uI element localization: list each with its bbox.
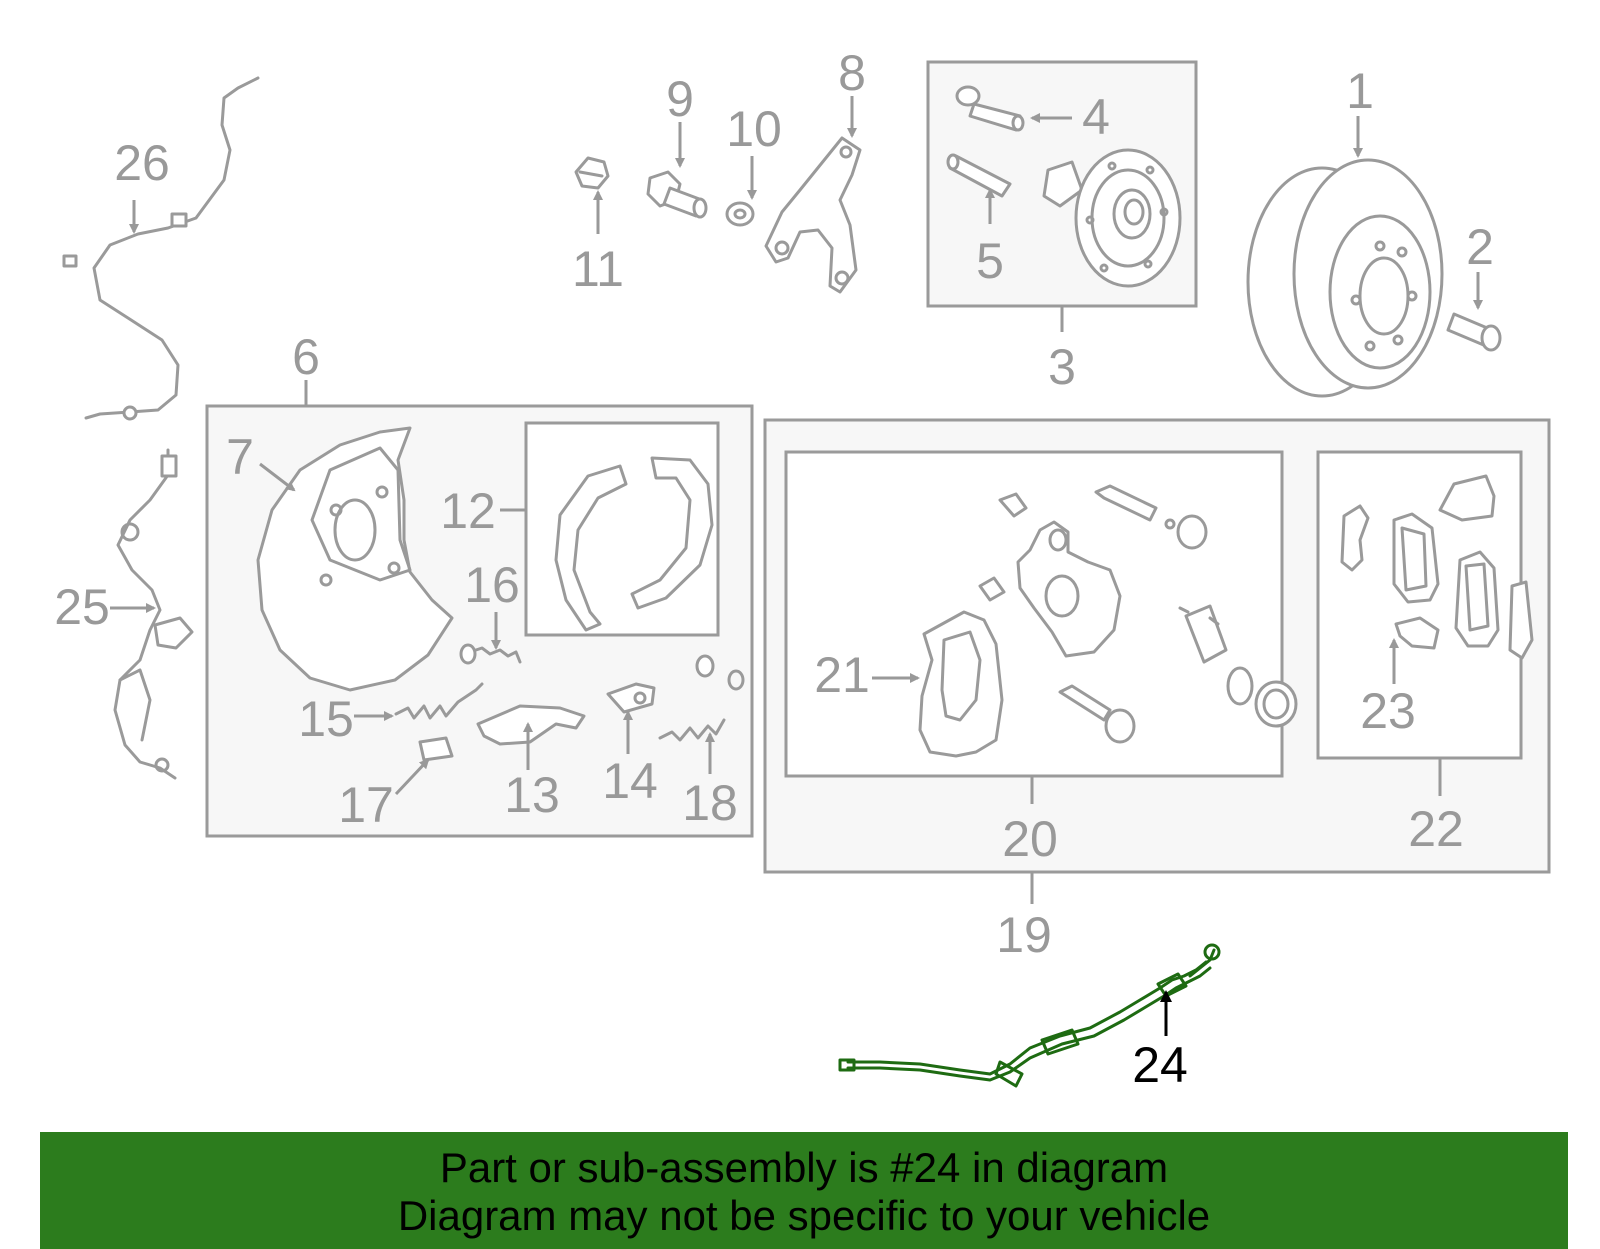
spring-16 bbox=[459, 643, 522, 665]
leader-7 bbox=[259, 462, 296, 492]
info-banner: Part or sub-assembly is #24 in diagram D… bbox=[40, 1132, 1568, 1249]
brake-rotor-1 bbox=[1246, 158, 1444, 398]
brake-shoes-12 bbox=[554, 456, 714, 632]
callout-5: 5 bbox=[976, 233, 1004, 289]
backing-plate-7 bbox=[256, 426, 454, 692]
callout-17: 17 bbox=[338, 777, 394, 833]
callout-15: 15 bbox=[298, 691, 354, 747]
callout-13: 13 bbox=[504, 767, 560, 823]
callout-19: 19 bbox=[996, 907, 1052, 963]
callout-20: 20 bbox=[1002, 811, 1058, 867]
callout-26: 26 bbox=[114, 135, 170, 191]
washer-10 bbox=[725, 201, 755, 227]
leader-17 bbox=[394, 758, 430, 796]
callout-6: 6 bbox=[292, 329, 320, 385]
callout-18: 18 bbox=[682, 775, 738, 831]
callout-16: 16 bbox=[464, 557, 520, 613]
callout-7: 7 bbox=[226, 429, 254, 485]
callout-9: 9 bbox=[666, 71, 694, 127]
bracket-8 bbox=[764, 136, 862, 294]
caliper-bracket-21 bbox=[918, 610, 1004, 758]
callout-14: 14 bbox=[602, 753, 658, 809]
caliper-20 bbox=[978, 484, 1298, 744]
callout-22: 22 bbox=[1408, 801, 1464, 857]
brake-pads-22 bbox=[1340, 474, 1534, 660]
callout-25: 25 bbox=[54, 579, 110, 635]
callout-2: 2 bbox=[1466, 219, 1494, 275]
banner-line-2: Diagram may not be specific to your vehi… bbox=[397, 1192, 1211, 1239]
adjuster-14 bbox=[606, 682, 656, 714]
wheel-speed-sensor-25 bbox=[113, 448, 194, 780]
callout-24: 24 bbox=[1132, 1037, 1188, 1093]
banner-line-1: Part or sub-assembly is #24 in diagram bbox=[439, 1144, 1169, 1191]
spring-18 bbox=[658, 654, 745, 742]
callout-21: 21 bbox=[814, 647, 870, 703]
callout-11: 11 bbox=[572, 241, 624, 297]
hub-bolt-4 bbox=[955, 85, 1025, 132]
spring-15 bbox=[394, 682, 484, 720]
callout-10: 10 bbox=[726, 101, 782, 157]
callout-8: 8 bbox=[838, 45, 866, 101]
callout-1: 1 bbox=[1346, 63, 1374, 119]
wheel-hub-3 bbox=[1042, 148, 1182, 288]
pin-5 bbox=[946, 153, 1012, 198]
callout-23: 23 bbox=[1360, 683, 1416, 739]
callout-12: 12 bbox=[440, 483, 496, 539]
wheel-speed-sensor-wire-26 bbox=[62, 76, 260, 421]
nut-11 bbox=[574, 156, 610, 190]
clip-17 bbox=[418, 736, 454, 762]
bolt-2 bbox=[1446, 312, 1502, 352]
bolt-9 bbox=[646, 170, 708, 219]
callout-4: 4 bbox=[1082, 89, 1110, 145]
callout-3: 3 bbox=[1048, 339, 1076, 395]
parking-brake-cable-24 bbox=[838, 943, 1221, 1088]
